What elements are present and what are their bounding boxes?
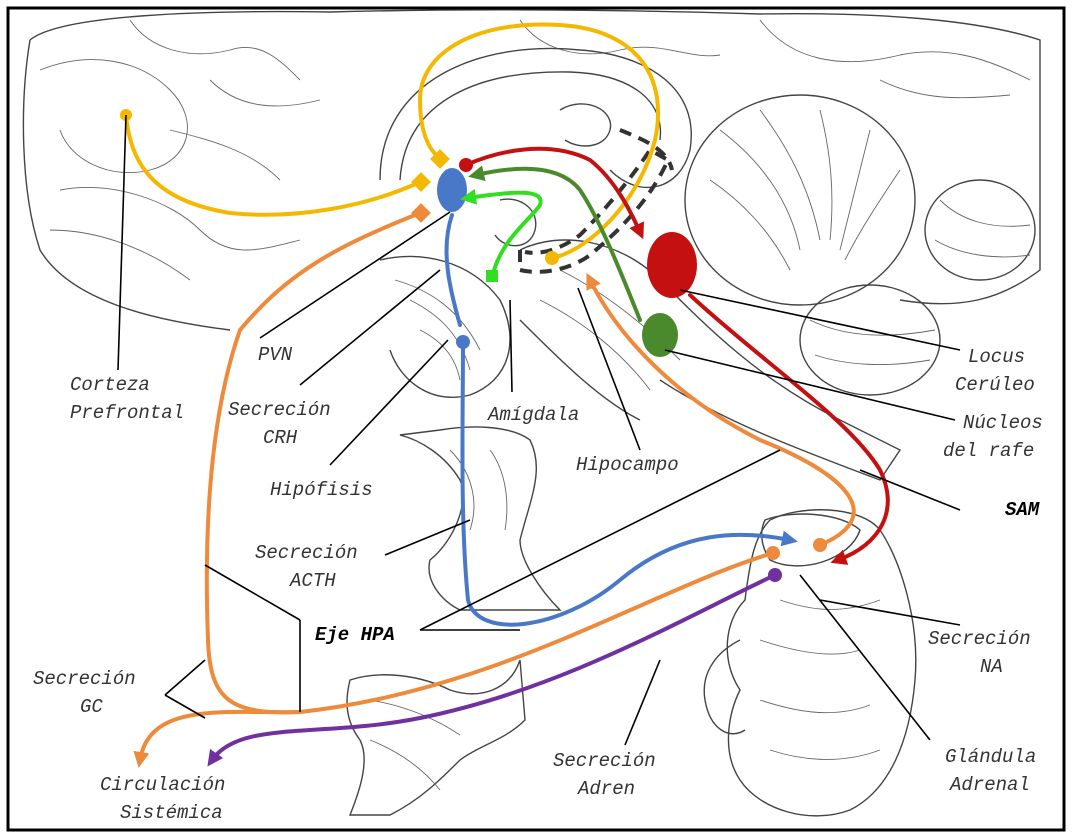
amygdala-terminal-square xyxy=(486,270,498,282)
label-adren-line2: Adren xyxy=(577,778,635,800)
label-na-line2: NA xyxy=(980,656,1003,678)
label-crh-line1: Secreción xyxy=(228,399,331,421)
label-gc-line1: Secreción xyxy=(33,668,136,690)
adrenal-orange-dot-left xyxy=(766,546,780,560)
pituitary-blue-dot xyxy=(456,335,470,349)
raphe-pathway xyxy=(476,169,640,320)
label-amigdala: Amígdala xyxy=(487,404,579,426)
label-acth-line2: ACTH xyxy=(289,570,336,592)
label-locus-line1: Locus xyxy=(968,346,1025,368)
sam-pathway xyxy=(690,295,888,560)
orange-descending-pathway xyxy=(590,280,854,545)
vessel-illustration-top xyxy=(400,427,560,610)
label-acth-line1: Secreción xyxy=(255,542,358,564)
label-sam: SAM xyxy=(1005,499,1040,521)
label-crh-line2: CRH xyxy=(263,427,298,449)
hippocampus-source-dot xyxy=(545,251,559,265)
label-rafe-line2: del rafe xyxy=(943,440,1034,462)
adrenal-orange-dot-right xyxy=(813,538,827,552)
gc-terminal-square xyxy=(411,203,431,223)
label-glandula-line1: Glándula xyxy=(945,746,1036,768)
label-circulacion-line1: Circulación xyxy=(100,774,225,796)
label-hipocampo: Hipocampo xyxy=(576,454,679,476)
label-corteza-line2: Prefrontal xyxy=(70,402,184,424)
label-locus-line2: Cerúleo xyxy=(955,374,1035,396)
pvn-blue-nucleus xyxy=(437,168,467,212)
raphe-nuclei xyxy=(642,313,678,357)
label-pvn: PVN xyxy=(258,344,293,366)
adrenal-purple-dot xyxy=(768,568,782,582)
locus-red-dot-source xyxy=(459,158,473,172)
label-hipofisis: Hipófisis xyxy=(270,479,373,501)
label-adren-line1: Secreción xyxy=(553,750,656,772)
kidney-adrenal-illustration xyxy=(704,510,916,816)
label-na-line1: Secreción xyxy=(928,628,1031,650)
locus-ceruleus-nucleus xyxy=(647,232,697,298)
amygdala-pathway xyxy=(468,193,541,278)
label-corteza-line1: Corteza xyxy=(70,374,150,396)
label-eje-hpa: Eje HPA xyxy=(315,624,395,646)
label-glandula-line2: Adrenal xyxy=(949,774,1030,796)
label-rafe-line1: Núcleos xyxy=(963,412,1043,434)
label-gc-line2: GC xyxy=(80,696,103,718)
hippocampus-pathway xyxy=(420,24,658,258)
label-circulacion-line2: Sistémica xyxy=(120,802,223,824)
prefrontal-terminal-square xyxy=(411,172,431,192)
